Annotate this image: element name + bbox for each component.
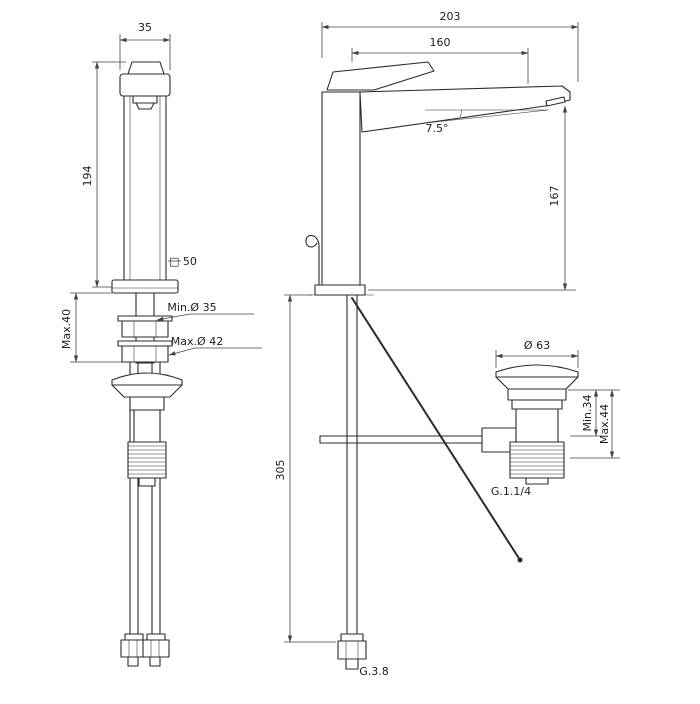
- front-faucet-body: [111, 61, 179, 294]
- side-dim-waste-deck-min-label: Min.34: [581, 394, 594, 431]
- horizontal-rod: [319, 435, 483, 444]
- front-spout-head: [119, 73, 171, 97]
- front-popup-waste: [111, 372, 183, 487]
- side-dim-waste-diameter-label: Ø 63: [524, 339, 550, 352]
- front-dim-hole-max-label: Max.Ø 42: [171, 335, 223, 348]
- front-view: 35 194 Max.40 □ 50 Min.Ø 35 Max.Ø 42: [60, 21, 262, 667]
- side-dim-spout-angle-label: 7.5°: [426, 122, 449, 135]
- side-base: [314, 284, 366, 296]
- side-dim-spout-height-label: 167: [548, 186, 561, 207]
- pull-rod: [305, 234, 320, 291]
- front-handle: [127, 61, 165, 75]
- side-dim-total-depth-label: 203: [440, 10, 461, 23]
- side-dim-hose-drop-label: 305: [274, 460, 287, 481]
- side-supply-thread-label: G.3.8: [359, 665, 389, 678]
- front-aerator: [132, 95, 158, 104]
- front-base: [111, 279, 179, 294]
- side-dimensions: 203 160 167 7.5° 305 Ø 63 Min.34 Max.44 …: [274, 10, 620, 678]
- front-dim-body-square-label: □ 50: [169, 255, 197, 268]
- side-spout: [359, 85, 571, 133]
- front-supply-hoses: [120, 362, 170, 667]
- side-aerator: [545, 96, 566, 107]
- side-faucet-body: [305, 61, 571, 296]
- front-dim-height-label: 194: [81, 166, 94, 187]
- side-dim-spout-reach-label: 160: [430, 36, 451, 49]
- front-dim-spout-width-label: 35: [138, 21, 152, 34]
- side-view: 203 160 167 7.5° 305 Ø 63 Min.34 Max.44 …: [274, 10, 620, 678]
- front-mounting-hardware: [117, 292, 173, 364]
- popup-rod: [351, 297, 521, 561]
- side-supply-hose: [337, 294, 367, 670]
- side-waste-thread-label: G.1.1/4: [491, 485, 531, 498]
- side-dim-waste-deck-max-label: Max.44: [598, 404, 611, 444]
- front-dim-deck-thickness-label: Max.40: [60, 309, 73, 349]
- front-dimensions: 35 194 Max.40 □ 50 Min.Ø 35 Max.Ø 42: [60, 21, 262, 363]
- side-popup-linkage: [319, 297, 523, 563]
- front-dim-hole-min-label: Min.Ø 35: [167, 301, 216, 314]
- side-popup-waste: [495, 364, 579, 485]
- side-handle: [326, 61, 435, 91]
